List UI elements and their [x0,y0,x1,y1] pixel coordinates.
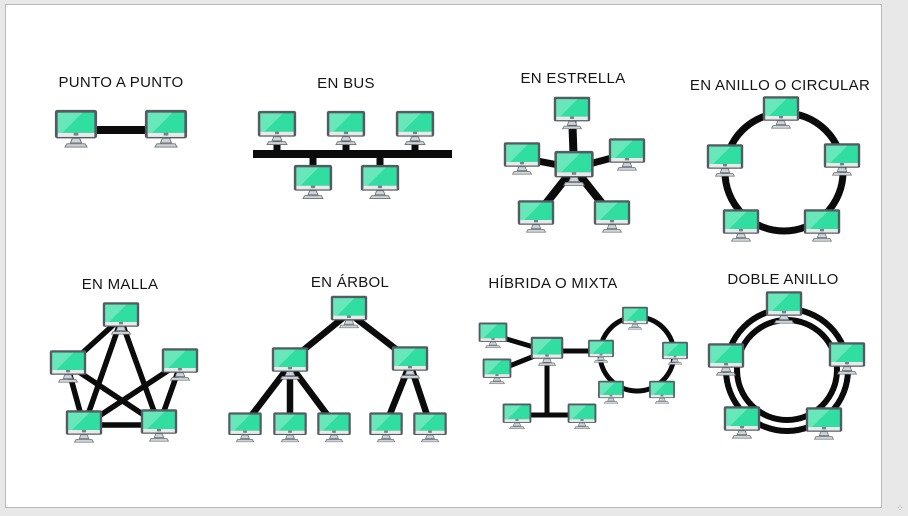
slide-canvas [5,4,882,508]
resize-grip: ⁘ [896,503,904,513]
